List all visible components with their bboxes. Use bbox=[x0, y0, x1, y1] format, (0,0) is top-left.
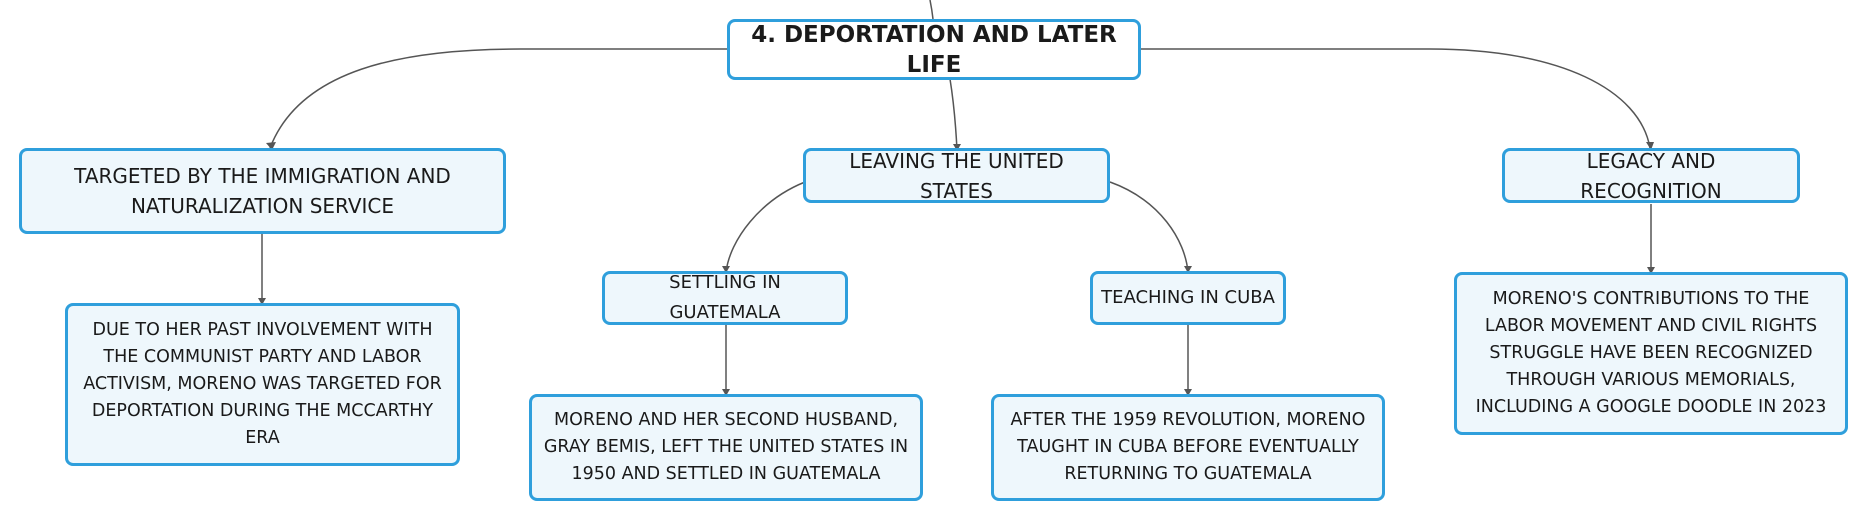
arrowhead-cuba-detail bbox=[1184, 389, 1192, 396]
node-leaving-us[interactable]: LEAVING THE UNITED STATES bbox=[803, 148, 1110, 203]
connector-root-targeted bbox=[269, 48, 728, 149]
arrowhead-leaving bbox=[953, 144, 961, 151]
arrowhead-guatemala-detail bbox=[722, 389, 730, 396]
connector-root-legacy bbox=[1140, 48, 1651, 149]
node-guatemala-detail[interactable]: MORENO AND HER SECOND HUSBAND, GRAY BEMI… bbox=[529, 394, 923, 501]
connector-leaving-guatemala bbox=[725, 181, 806, 273]
arrowhead-guatemala bbox=[722, 266, 730, 273]
node-legacy-detail[interactable]: MORENO'S CONTRIBUTIONS TO THE LABOR MOVE… bbox=[1454, 272, 1848, 435]
connector-leaving-cuba bbox=[1109, 181, 1189, 273]
arrowhead-targeted bbox=[266, 142, 276, 150]
node-targeted-detail[interactable]: DUE TO HER PAST INVOLVEMENT WITH THE COM… bbox=[65, 303, 460, 466]
connector-root-leaving bbox=[949, 78, 958, 151]
root-node[interactable]: 4. DEPORTATION AND LATER LIFE bbox=[727, 19, 1141, 80]
node-legacy[interactable]: LEGACY AND RECOGNITION bbox=[1502, 148, 1800, 203]
node-cuba-detail[interactable]: AFTER THE 1959 REVOLUTION, MORENO TAUGHT… bbox=[991, 394, 1385, 501]
arrowhead-targeted-detail bbox=[258, 298, 266, 305]
arrowhead-cuba bbox=[1184, 266, 1192, 273]
connector-root-parent bbox=[929, 0, 934, 20]
node-settling-guatemala[interactable]: SETTLING IN GUATEMALA bbox=[602, 271, 848, 325]
node-teaching-cuba[interactable]: TEACHING IN CUBA bbox=[1090, 271, 1286, 325]
arrowhead-legacy bbox=[1646, 142, 1654, 150]
node-targeted-by-ins[interactable]: TARGETED BY THE IMMIGRATION AND NATURALI… bbox=[19, 148, 506, 234]
arrowhead-legacy-detail bbox=[1647, 267, 1655, 274]
